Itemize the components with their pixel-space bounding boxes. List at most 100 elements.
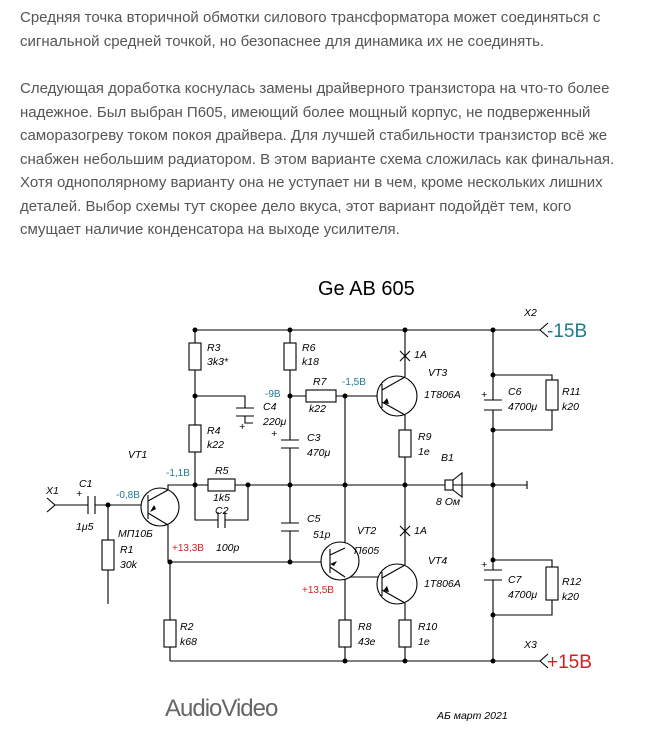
svg-text:+: + xyxy=(76,488,82,500)
amplifier-schematic: + + + + + xyxy=(45,278,592,722)
speaker-b1 xyxy=(444,471,463,499)
r9-ref: R9 xyxy=(418,431,432,443)
r7-ref: R7 xyxy=(313,376,328,388)
vt3-value: 1T806A xyxy=(424,389,461,401)
r3-ref: R3 xyxy=(207,342,221,354)
c5-value: 51p xyxy=(313,529,331,541)
svg-text:+: + xyxy=(239,421,245,433)
c6-ref: C6 xyxy=(508,386,522,398)
connector-x1-label: X1 xyxy=(45,485,59,497)
c3-value: 470μ xyxy=(307,447,331,459)
c4-value: 220μ xyxy=(262,416,287,428)
r12-ref: R12 xyxy=(562,576,581,588)
supply-pos-label: +15В xyxy=(547,652,592,673)
voltage-vt2-emitter: +13,5В xyxy=(302,585,334,596)
capacitor-c4: + xyxy=(236,407,254,433)
capacitor-c2 xyxy=(217,512,226,528)
connector-x3-label: X3 xyxy=(523,639,537,651)
article-paragraph-1: Средняя точка вторичной обмотки силового… xyxy=(20,9,601,50)
vt3-ref: VT3 xyxy=(428,367,447,379)
c7-value: 4700μ xyxy=(508,589,537,601)
resistor-r3 xyxy=(188,342,202,371)
r3-value: 3k3* xyxy=(207,356,229,368)
r10-value: 1е xyxy=(418,636,430,648)
r1-value: 30k xyxy=(120,559,138,571)
article-paragraph-2: Следующая доработка коснулась замены дра… xyxy=(20,80,615,238)
supply-neg-label: -15В xyxy=(547,321,587,342)
resistor-r9 xyxy=(398,429,412,458)
c4-ref: C4 xyxy=(263,401,277,413)
current-marker-vt3 xyxy=(399,350,411,362)
voltage-vt1-collector: -1,1В xyxy=(166,468,190,479)
resistor-r8 xyxy=(338,619,352,648)
r9-value: 1е xyxy=(418,446,430,458)
r1-ref: R1 xyxy=(120,544,133,556)
capacitor-c3: + xyxy=(271,428,299,449)
audiovideo-logo: AudioVideo xyxy=(165,695,278,722)
capacitor-c6: + xyxy=(481,389,502,411)
c1-ref: C1 xyxy=(79,478,92,490)
voltage-vt1-emitter: +13,3В xyxy=(172,543,204,554)
r7-value: k22 xyxy=(309,403,326,415)
r6-ref: R6 xyxy=(302,342,316,354)
r5-value: 1k5 xyxy=(213,492,230,504)
r12-value: k20 xyxy=(562,591,579,603)
c3-ref: C3 xyxy=(307,432,321,444)
vt2-value: П605 xyxy=(354,545,379,557)
r4-value: k22 xyxy=(207,439,224,451)
vt4-value: 1T806A xyxy=(424,578,461,590)
resistor-r2 xyxy=(163,619,177,648)
resistor-r11 xyxy=(545,379,559,411)
supply-connector-x3 xyxy=(539,653,549,669)
b1-value: 8 Ом xyxy=(436,496,460,508)
svg-text:+: + xyxy=(271,428,277,440)
r5-ref: R5 xyxy=(215,465,229,477)
capacitor-c5 xyxy=(281,522,299,532)
current-marker-vt4 xyxy=(399,525,411,537)
svg-text:+: + xyxy=(481,559,487,571)
c7-ref: C7 xyxy=(508,574,523,586)
capacitor-c1: + xyxy=(76,488,96,514)
vt1-value: МП10Б xyxy=(118,528,153,540)
transistor-vt3 xyxy=(376,375,418,417)
c2-ref: C2 xyxy=(215,505,229,517)
vt4-ref: VT4 xyxy=(428,555,447,567)
c2-value: 100p xyxy=(216,542,240,554)
r2-value: k68 xyxy=(180,636,197,648)
resistor-r5 xyxy=(207,478,236,492)
transistor-vt4 xyxy=(376,563,418,605)
r6-value: k18 xyxy=(302,356,319,368)
r2-ref: R2 xyxy=(180,621,194,633)
c1-value: 1μ5 xyxy=(76,521,94,533)
resistor-r6 xyxy=(283,342,297,371)
r4-ref: R4 xyxy=(207,425,221,437)
resistor-r7 xyxy=(305,389,337,403)
voltage-c4-node: -9В xyxy=(265,389,281,400)
r8-ref: R8 xyxy=(358,621,372,633)
r10-ref: R10 xyxy=(418,621,437,633)
vt2-ref: VT2 xyxy=(357,525,376,537)
supply-connector-x2 xyxy=(539,322,549,338)
author-signature: АБ март 2021 xyxy=(436,710,508,722)
r11-ref: R11 xyxy=(562,386,580,398)
voltage-vt1-base: -0,8В xyxy=(116,490,140,501)
capacitor-c7: + xyxy=(481,559,502,581)
c5-ref: C5 xyxy=(307,513,321,525)
vt4-current: 1А xyxy=(414,525,427,537)
resistor-r12 xyxy=(545,566,559,601)
resistor-r4 xyxy=(188,424,202,453)
connector-x2-label: X2 xyxy=(523,307,537,319)
resistor-r1 xyxy=(101,539,115,571)
b1-ref: B1 xyxy=(441,452,454,464)
vt1-ref: VT1 xyxy=(128,449,147,461)
svg-text:+: + xyxy=(481,389,487,401)
vt3-current: 1А xyxy=(414,349,427,361)
voltage-vt3-base: -1,5В xyxy=(342,377,366,388)
schematic-title: Ge AB 605 xyxy=(318,278,415,300)
transistor-vt1 xyxy=(140,487,180,527)
r11-value: k20 xyxy=(562,401,579,413)
resistor-r10 xyxy=(398,619,412,648)
c6-value: 4700μ xyxy=(508,401,537,413)
transistor-vt2 xyxy=(320,541,360,581)
r8-value: 43е xyxy=(358,636,376,648)
